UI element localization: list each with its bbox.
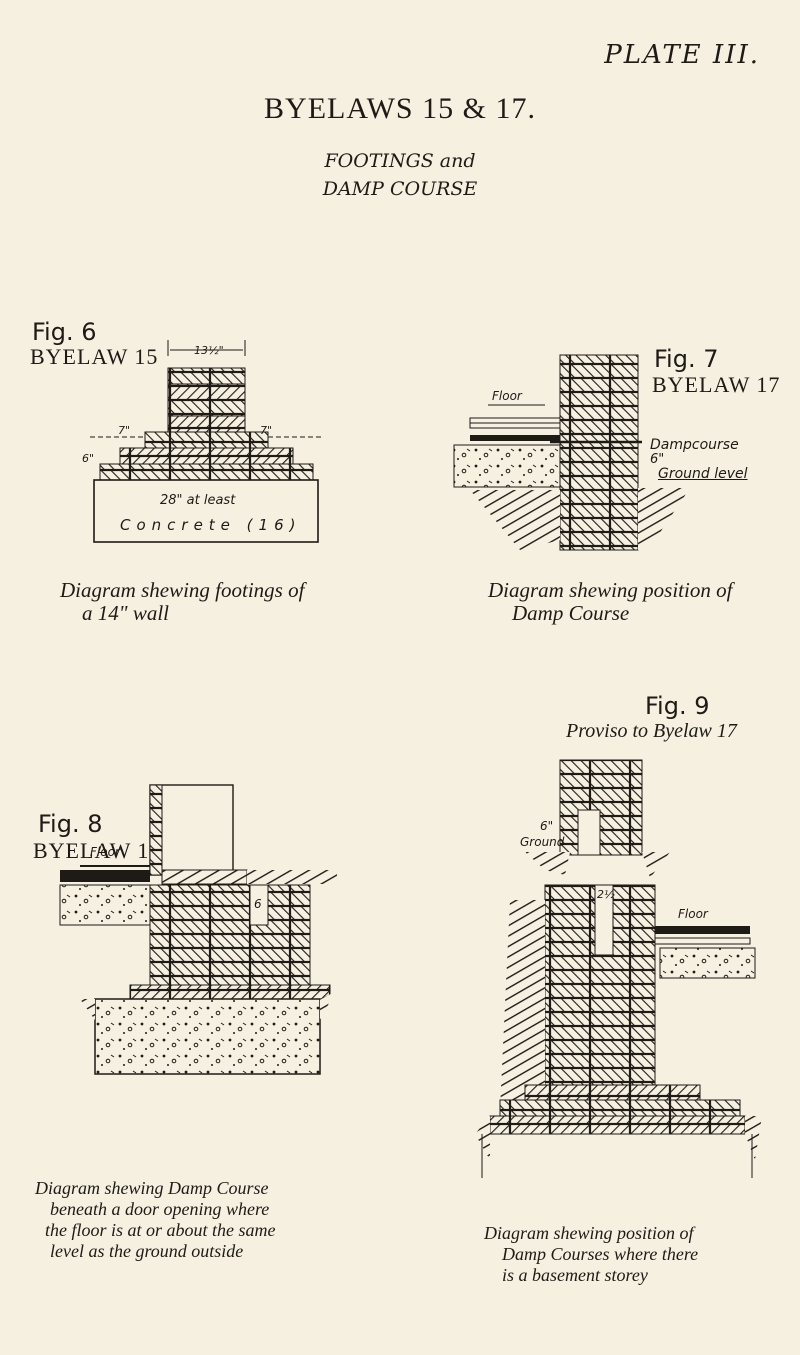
fig9-proviso: Proviso to Byelaw 17 (566, 720, 737, 742)
fig8-floor: Floor (90, 845, 121, 859)
fig6-caption-line-2: a 14" wall (82, 601, 169, 625)
fig6-byelaw: BYELAW 15 (30, 344, 159, 369)
fig9-floor: Floor (678, 907, 709, 921)
fig6-concrete-width: 28" at least (160, 493, 236, 508)
fig8-label: Fig. 8 (38, 810, 103, 838)
subtitle-line-1: FOOTINGS and (324, 150, 476, 172)
fig7-floor: Floor (492, 389, 523, 403)
page-title: BYELAWS 15 & 17. (264, 92, 536, 125)
fig9-caption-line-2: Damp Courses where there (502, 1244, 699, 1264)
fig7-dim: 6" (650, 452, 665, 467)
fig9-basement-diagram: 6" Ground 2½ Floor (475, 759, 762, 1178)
fig9-dim: 6" (540, 819, 553, 833)
fig6-dim-right: 7" (260, 424, 272, 437)
fig7-label: Fig. 7 (654, 345, 719, 373)
fig6-concrete-label: Concrete (16) (120, 516, 301, 534)
fig9-dim2: 2½ (597, 888, 615, 901)
fig8-dim: 6 (254, 897, 262, 911)
fig8-byelaw: BYELAW 17 (33, 838, 162, 863)
fig8-caption-line-1: Diagram shewing Damp Course (35, 1178, 269, 1198)
fig7-ground: Ground level (658, 466, 748, 482)
fig6-caption-line-1: Diagram shewing footings of (60, 578, 305, 602)
fig8-caption-line-4: level as the ground outside (50, 1241, 244, 1261)
fig9-label: Fig. 9 (645, 692, 710, 720)
fig8-caption-line-3: the floor is at or about the same (45, 1220, 276, 1240)
fig7-byelaw: BYELAW 17 (652, 372, 781, 397)
fig8-caption-line-2: beneath a door opening where (50, 1199, 270, 1219)
fig9-ground: Ground (520, 835, 565, 849)
fig6-dim-top: 13½" (194, 344, 224, 357)
fig6-dim-left: 7" (118, 424, 130, 437)
fig7-dampcourse-diagram: Floor (453, 354, 690, 551)
fig6-label: Fig. 6 (32, 318, 97, 346)
fig7-caption-line-1: Diagram shewing position of (488, 578, 733, 602)
fig9-caption-line-1: Diagram shewing position of (484, 1223, 694, 1243)
fig6-dim-side: 6" (82, 452, 94, 465)
fig7-dampcourse: Dampcourse (650, 437, 739, 453)
fig7-caption-line-2: Damp Course (512, 601, 630, 625)
fig9-caption-line-3: is a basement storey (502, 1265, 648, 1285)
fig6-footing-diagram: 13½" 7" 7" 6" 28" at least Concrete (16) (82, 340, 322, 543)
plate-number: PLATE III. (604, 40, 760, 70)
subtitle-line-2: DAMP COURSE (322, 178, 478, 200)
fig8-door-diagram: Floor 6 (59, 784, 337, 1075)
